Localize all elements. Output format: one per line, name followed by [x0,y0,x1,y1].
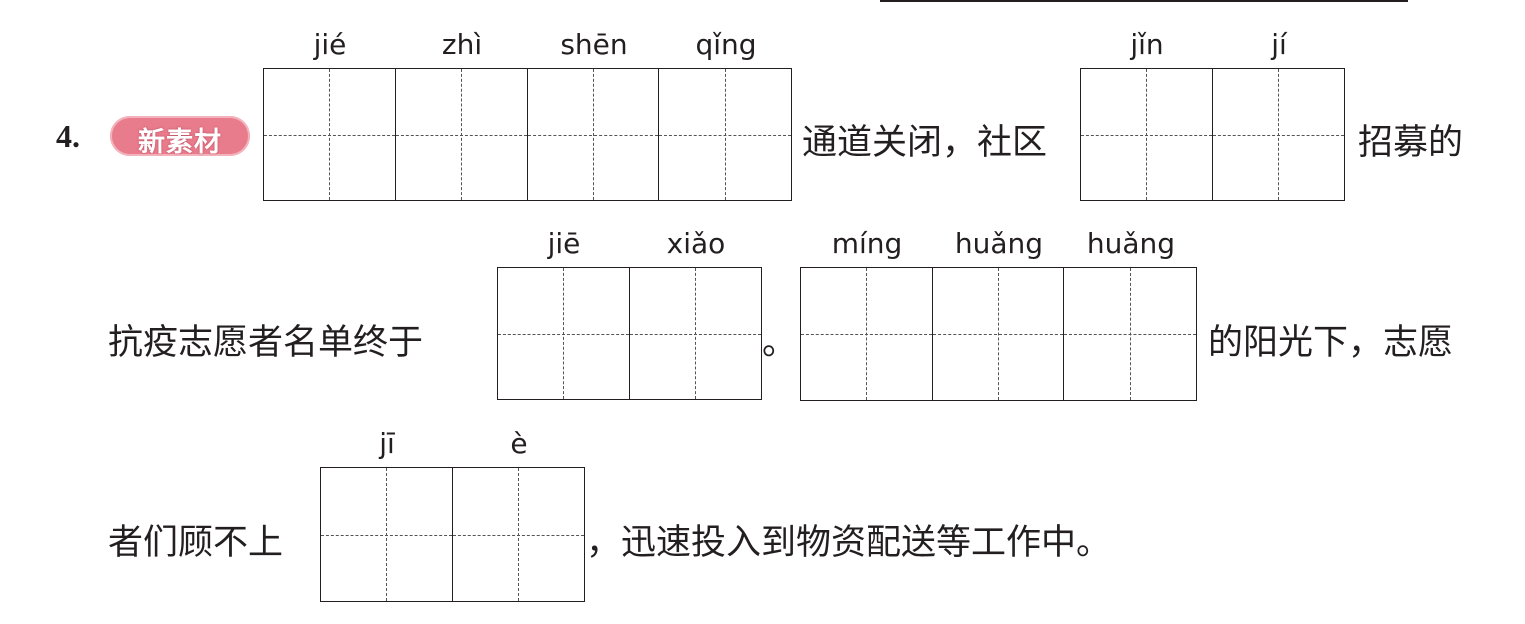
previous-answer-grid [880,0,1408,2]
writing-cell[interactable] [932,268,1065,400]
pinyin-label: jié [313,28,347,61]
pinyin-label: jiē [547,227,581,260]
answer-grid-jinji[interactable] [1080,68,1345,201]
writing-cell[interactable] [452,468,585,601]
pinyin-label: shēn [560,28,628,61]
pinyin-label: míng [831,227,903,260]
sentence-text: ，迅速投入到物资配送等工作中。 [586,523,1112,563]
writing-cell[interactable] [498,268,630,399]
writing-cell[interactable] [527,69,660,200]
pinyin-label: jī [379,427,395,460]
sentence-text: 通道关闭，社区 [802,123,1048,163]
question-number: 4. [56,118,80,154]
sentence-punctuation: 。 [762,323,798,363]
writing-cell[interactable] [321,468,453,601]
badge-label: 新素材 [138,127,222,158]
grid-divider [1274,0,1275,2]
writing-cell[interactable] [629,268,762,399]
writing-cell[interactable] [1212,69,1345,200]
pinyin-label: qǐng [695,28,757,61]
pinyin-label: è [510,427,528,460]
writing-cell[interactable] [659,69,791,200]
pinyin-label: huǎng [1086,227,1176,260]
pinyin-label: jí [1271,28,1287,61]
answer-grid-jiezhi-shenqing[interactable] [263,68,792,201]
grid-divider [1010,0,1011,2]
pinyin-label: xiǎo [666,227,726,260]
sentence-text: 者们顾不上 [108,523,284,563]
pinyin-label: zhì [441,28,483,61]
writing-cell[interactable] [1064,268,1196,400]
pinyin-label: huǎng [954,227,1044,260]
new-material-badge: 新素材 [110,116,250,158]
pinyin-label: jǐn [1130,28,1164,61]
sentence-text: 抗疫志愿者名单终于 [108,323,424,363]
grid-divider [1142,0,1143,2]
writing-cell[interactable] [801,268,933,400]
writing-cell[interactable] [264,69,396,200]
answer-grid-jiexiao[interactable] [497,267,762,400]
sentence-text: 招募的 [1358,123,1464,163]
answer-grid-jie[interactable] [320,467,585,602]
writing-cell[interactable] [395,69,528,200]
answer-grid-minghuanghuang[interactable] [800,267,1197,401]
sentence-text: 的阳光下，志愿 [1208,323,1454,363]
writing-cell[interactable] [1081,69,1213,200]
